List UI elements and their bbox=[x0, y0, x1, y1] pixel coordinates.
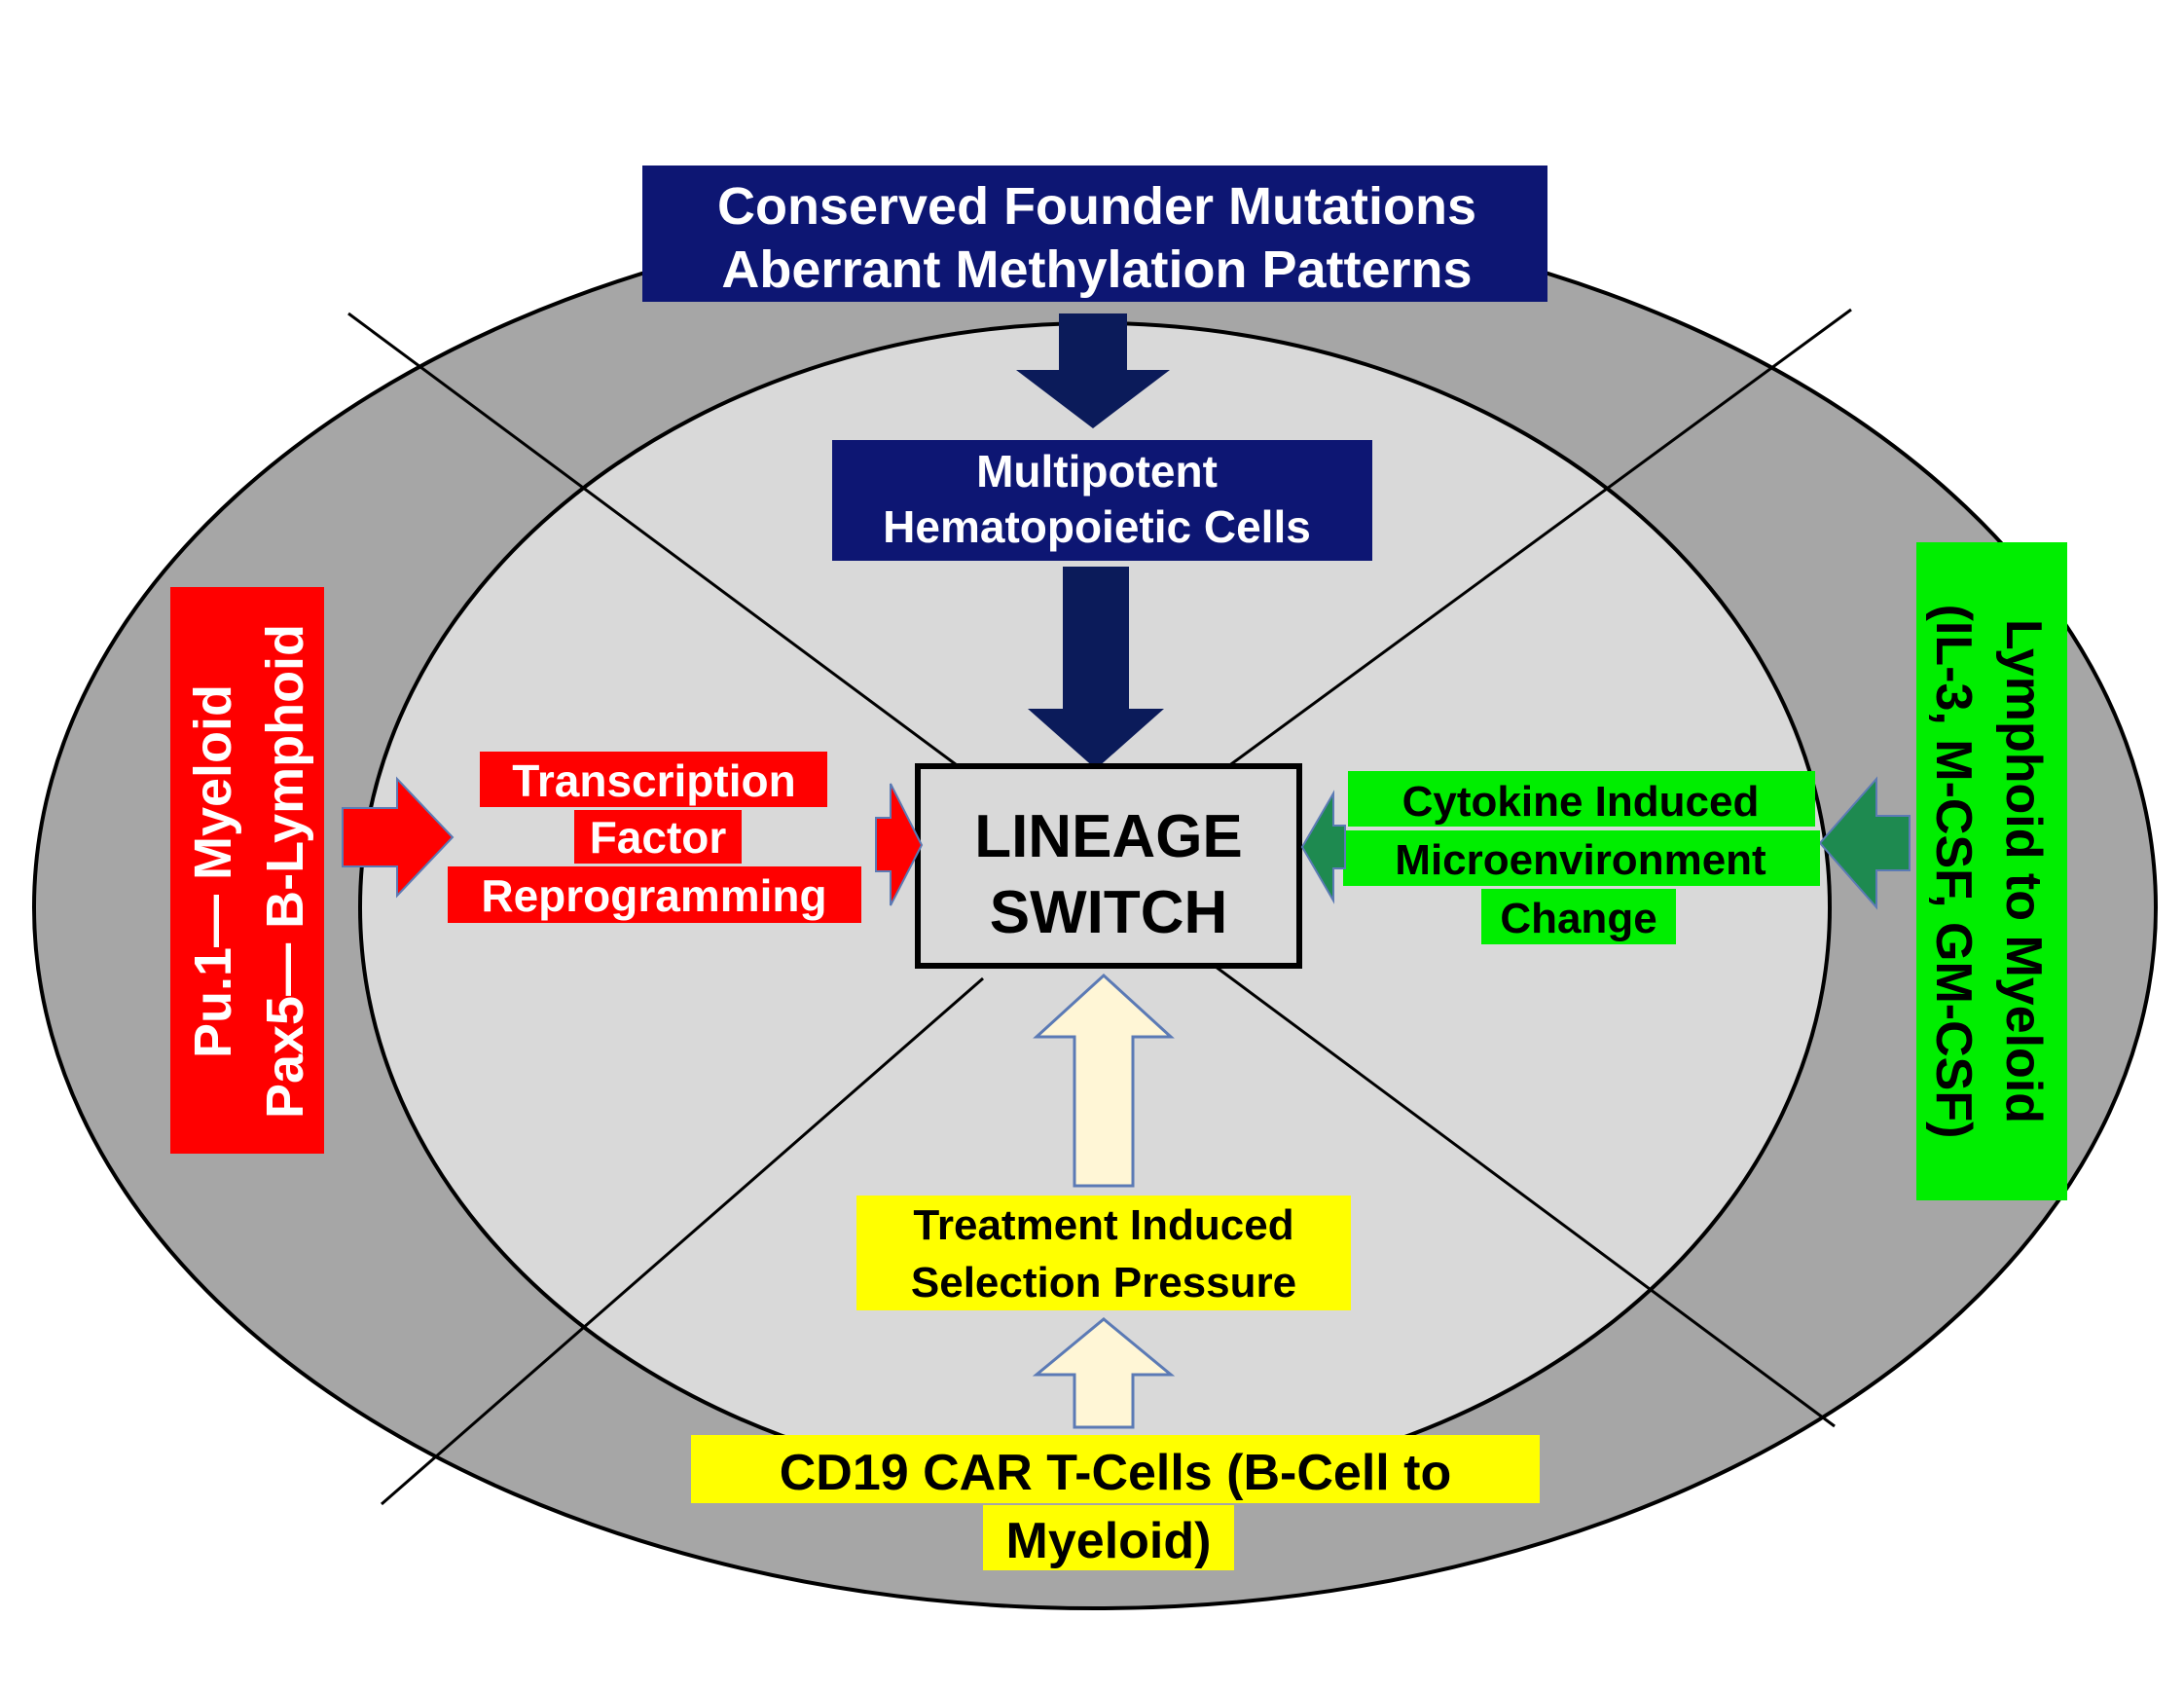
transcription-factors-line1: Pu.1— Myeloid bbox=[184, 684, 242, 1058]
microenvironment-box-3 bbox=[1481, 889, 1676, 944]
microenvironment-box-2 bbox=[1343, 830, 1820, 886]
cytokines-box bbox=[1916, 542, 2067, 1200]
arrow-founder-to-hsc bbox=[1016, 313, 1170, 428]
cytokines-line1: Lymphoid to Myeloid bbox=[1995, 619, 2052, 1123]
reprogramming-box-3 bbox=[448, 866, 861, 923]
divider-line-top-right bbox=[1223, 308, 1852, 771]
cytokines-line2: (IL-3, M-CSF, GM-CSF) bbox=[1925, 605, 1982, 1139]
hsc-line1: Multipotent bbox=[976, 446, 1218, 497]
car-t-line2: Myeloid) bbox=[1006, 1513, 1212, 1569]
lineage-switch-line1: LINEAGE bbox=[974, 803, 1243, 870]
transcription-factors-box bbox=[170, 587, 324, 1154]
microenvironment-line3: Change bbox=[1500, 895, 1656, 942]
arrow-selection-to-switch bbox=[1033, 973, 1175, 1188]
reprogramming-line1: Transcription bbox=[512, 755, 795, 806]
hsc-line2: Hematopoietic Cells bbox=[883, 501, 1311, 552]
reprogramming-box-1 bbox=[480, 752, 827, 807]
divider-line-top-left bbox=[347, 312, 976, 781]
divider-line-bottom-left bbox=[381, 976, 984, 1506]
car-t-box-2 bbox=[983, 1505, 1234, 1570]
arrow-factors-to-reprogramming bbox=[342, 776, 455, 899]
founder-mutations-line2: Aberrant Methylation Patterns bbox=[721, 240, 1472, 299]
founder-mutations-line1: Conserved Founder Mutations bbox=[717, 177, 1476, 236]
divider-line-bottom-right bbox=[1211, 962, 1836, 1428]
arrow-hsc-to-switch bbox=[1028, 567, 1164, 769]
selection-pressure-line2: Selection Pressure bbox=[911, 1259, 1296, 1307]
microenvironment-line1: Cytokine Induced bbox=[1402, 778, 1760, 826]
reprogramming-line2: Factor bbox=[590, 812, 727, 863]
reprogramming-box-2 bbox=[574, 810, 742, 864]
lineage-switch-box bbox=[915, 763, 1302, 969]
microenvironment-line2: Microenvironment bbox=[1395, 836, 1766, 884]
arrow-microenvironment-to-switch bbox=[1300, 790, 1346, 904]
selection-pressure-line1: Treatment Induced bbox=[913, 1201, 1293, 1249]
car-t-box-1 bbox=[691, 1435, 1540, 1503]
transcription-factors-line2: Pax5— B-Lymphoid bbox=[256, 624, 314, 1119]
arrow-cytokines-to-microenvironment bbox=[1818, 776, 1911, 910]
lineage-switch-line2: SWITCH bbox=[990, 879, 1228, 946]
founder-mutations-box bbox=[642, 166, 1547, 302]
car-t-line1: CD19 CAR T-Cells (B-Cell to bbox=[780, 1445, 1452, 1501]
arrow-reprogramming-to-switch bbox=[875, 783, 924, 906]
microenvironment-box-1 bbox=[1348, 771, 1815, 827]
selection-pressure-box bbox=[856, 1196, 1351, 1310]
arrow-car-t-to-selection bbox=[1032, 1317, 1176, 1429]
reprogramming-line3: Reprogramming bbox=[481, 870, 826, 921]
hsc-box bbox=[832, 440, 1372, 561]
